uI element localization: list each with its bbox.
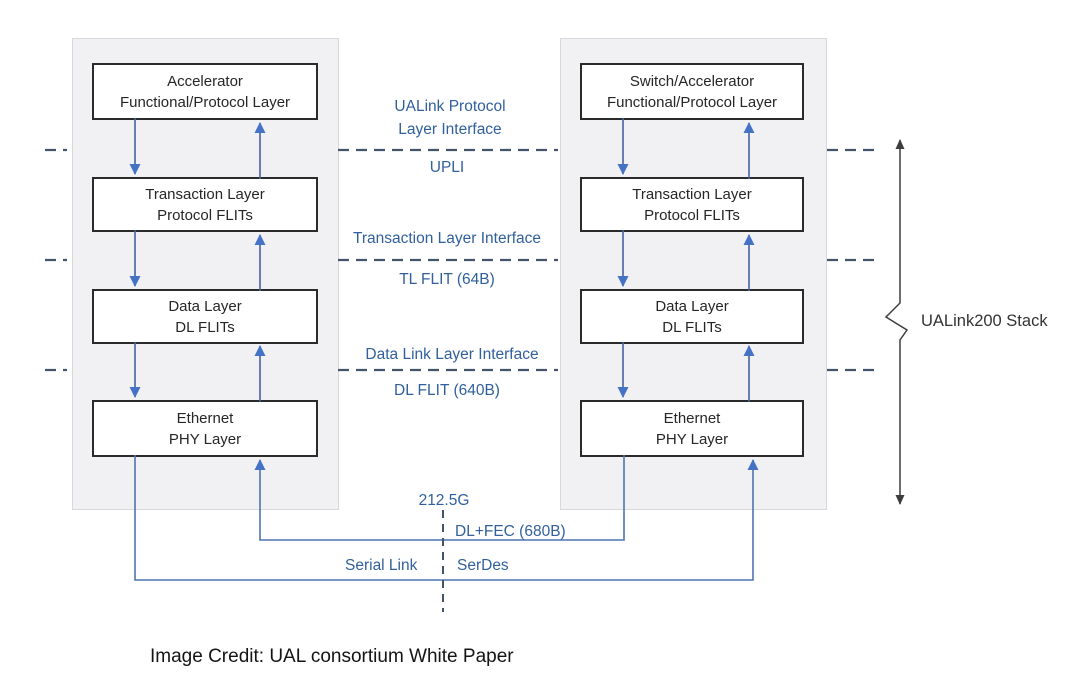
speed-label: 212.5G	[418, 492, 470, 509]
dl-fec-label: DL+FEC (680B)	[455, 523, 566, 540]
box-label: Transaction Layer	[145, 185, 265, 203]
box-label: DL FLITs	[175, 318, 235, 336]
transaction-layer-interface-label: Transaction Layer Interface	[352, 230, 542, 247]
left-box-data-layer: Data Layer DL FLITs	[92, 289, 318, 344]
left-box-ethernet-phy-layer: Ethernet PHY Layer	[92, 400, 318, 457]
right-box-functional-protocol-layer: Switch/Accelerator Functional/Protocol L…	[580, 63, 804, 120]
box-label: Functional/Protocol Layer	[606, 93, 778, 111]
upli-label: UPLI	[429, 159, 465, 176]
dl-flit-label: DL FLIT (640B)	[394, 382, 500, 399]
stack-extent-label: UALink200 Stack	[921, 312, 1048, 330]
left-box-transaction-layer: Transaction Layer Protocol FLITs	[92, 177, 318, 232]
serdes-label: SerDes	[457, 557, 509, 574]
protocol-layer-interface-line2: Layer Interface	[398, 121, 502, 138]
right-box-data-layer: Data Layer DL FLITs	[580, 289, 804, 344]
tl-flit-label: TL FLIT (64B)	[399, 271, 495, 288]
box-label: Protocol FLITs	[644, 206, 740, 224]
box-label: DL FLITs	[662, 318, 722, 336]
box-label: Functional/Protocol Layer	[119, 93, 291, 111]
right-box-ethernet-phy-layer: Ethernet PHY Layer	[580, 400, 804, 457]
box-label: Switch/Accelerator	[629, 72, 755, 90]
box-label: Ethernet	[663, 409, 721, 427]
box-label: Data Layer	[655, 297, 729, 315]
protocol-layer-interface-line1: UALink Protocol	[394, 98, 506, 115]
box-label: Transaction Layer	[632, 185, 752, 203]
box-label: Protocol FLITs	[157, 206, 253, 224]
image-credit-caption: Image Credit: UAL consortium White Paper	[150, 646, 514, 667]
left-box-functional-protocol-layer: Accelerator Functional/Protocol Layer	[92, 63, 318, 120]
serial-link-label: Serial Link	[345, 557, 418, 574]
right-box-transaction-layer: Transaction Layer Protocol FLITs	[580, 177, 804, 232]
data-link-layer-interface-label: Data Link Layer Interface	[365, 346, 539, 363]
box-label: Accelerator	[167, 72, 243, 90]
box-label: Ethernet	[176, 409, 234, 427]
stack-extent-arrow	[884, 139, 909, 505]
protocol-layer-interface-label: UALink Protocol Layer Interface	[394, 95, 505, 141]
box-label: PHY Layer	[168, 430, 242, 448]
box-label: PHY Layer	[655, 430, 729, 448]
box-label: Data Layer	[168, 297, 242, 315]
